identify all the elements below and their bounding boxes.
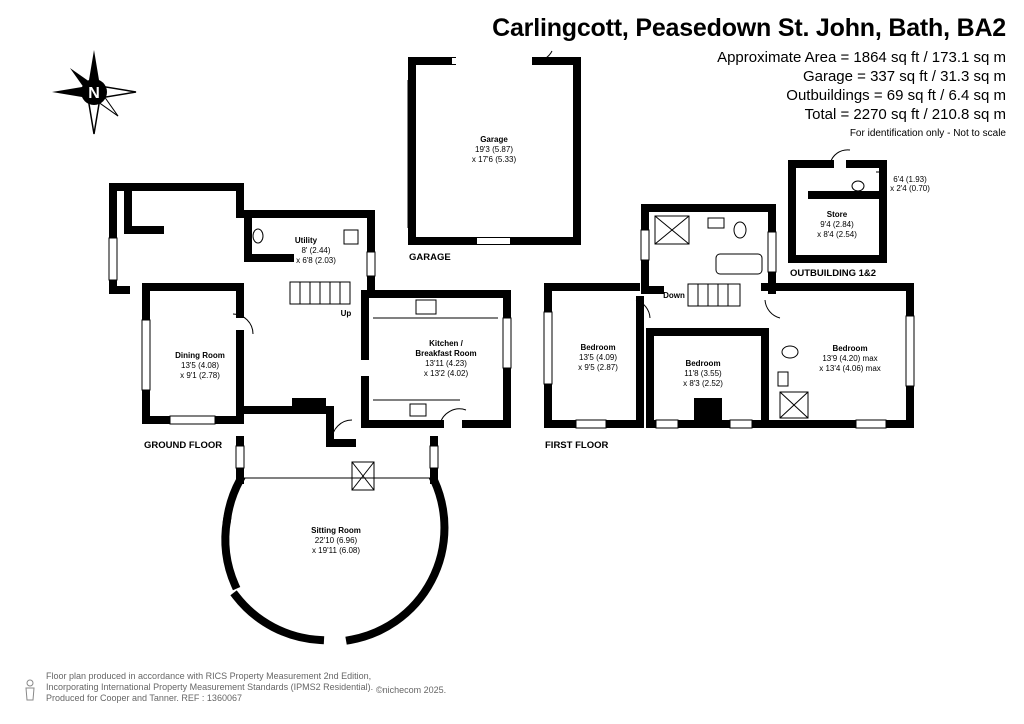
- footer-line: Floor plan produced in accordance with R…: [46, 671, 372, 681]
- kitchen-name-2: Breakfast Room: [415, 349, 476, 358]
- bedroom1-dim-2: x 9'5 (2.87): [578, 363, 618, 372]
- person-icon: [25, 679, 35, 701]
- footer-disclaimer: Floor plan produced in accordance with R…: [46, 671, 373, 704]
- area-line: Approximate Area = 1864 sq ft / 173.1 sq…: [717, 49, 1006, 66]
- bedroom1-dim-1: 13'5 (4.09): [579, 353, 617, 362]
- store-dim-2: x 8'4 (2.54): [817, 230, 857, 239]
- sitting-dim-1: 22'10 (6.96): [315, 536, 358, 545]
- first-floor-walls: [544, 204, 914, 428]
- bedroom2-name: Bedroom: [685, 359, 720, 368]
- outbuilding-walls: [788, 160, 887, 263]
- page-title: Carlingcott, Peasedown St. John, Bath, B…: [492, 14, 1006, 42]
- ground-floor-label: GROUND FLOOR: [144, 440, 222, 451]
- identification-note: For identification only - Not to scale: [849, 128, 1006, 139]
- store-dim-1: 9'4 (2.84): [820, 220, 854, 229]
- brand-credit: ©nichecom 2025.: [376, 685, 447, 695]
- store-name: Store: [827, 210, 848, 219]
- bedroom3-dim-2: x 13'4 (4.06) max: [819, 364, 881, 373]
- area-line: Garage = 337 sq ft / 31.3 sq m: [802, 68, 1006, 85]
- compass-letter: N: [88, 85, 100, 102]
- bedroom2-dim-1: 11'8 (3.55): [684, 369, 722, 378]
- bedroom2-dim-2: x 8'3 (2.52): [683, 379, 723, 388]
- area-line: Outbuildings = 69 sq ft / 6.4 sq m: [786, 87, 1006, 104]
- first-floor-label: FIRST FLOOR: [545, 440, 608, 451]
- utility-name: Utility: [295, 236, 318, 245]
- stairs-down-label: Down: [663, 291, 685, 300]
- garage-dim-2: x 17'6 (5.33): [472, 155, 517, 164]
- garage-name: Garage: [480, 135, 508, 144]
- utility-dim-1: 8' (2.44): [301, 246, 330, 255]
- outbuilding-section-label: OUTBUILDING 1&2: [790, 268, 876, 279]
- outbuilding-wc-dim-2: x 2'4 (0.70): [890, 184, 930, 193]
- kitchen-dim-2: x 13'2 (4.02): [424, 369, 469, 378]
- dining-dim-1: 13'5 (4.08): [181, 361, 219, 370]
- dining-dim-2: x 9'1 (2.78): [180, 371, 220, 380]
- kitchen-name: Kitchen /: [429, 339, 464, 348]
- footer-line: Produced for Cooper and Tanner. REF : 13…: [46, 693, 242, 703]
- stairs-up-label: Up: [341, 309, 352, 318]
- garage-dim-1: 19'3 (5.87): [475, 145, 513, 154]
- bedroom3-name: Bedroom: [832, 344, 867, 353]
- bedroom3-dim-1: 13'9 (4.20) max: [822, 354, 877, 363]
- bedroom1-name: Bedroom: [580, 343, 615, 352]
- outbuilding-wc-dim-1: 6'4 (1.93): [893, 175, 927, 184]
- sitting-dim-2: x 19'11 (6.08): [312, 546, 360, 555]
- area-line: Total = 2270 sq ft / 210.8 sq m: [804, 106, 1006, 123]
- footer-line: Incorporating International Property Mea…: [46, 682, 374, 692]
- area-summary: Approximate Area = 1864 sq ft / 173.1 sq…: [717, 48, 1006, 142]
- compass: N: [52, 50, 137, 135]
- dining-name: Dining Room: [175, 351, 225, 360]
- kitchen-dim-1: 13'11 (4.23): [425, 359, 467, 368]
- sitting-name: Sitting Room: [311, 526, 361, 535]
- utility-dim-2: x 6'8 (2.03): [296, 256, 336, 265]
- garage-section-label: GARAGE: [409, 252, 451, 263]
